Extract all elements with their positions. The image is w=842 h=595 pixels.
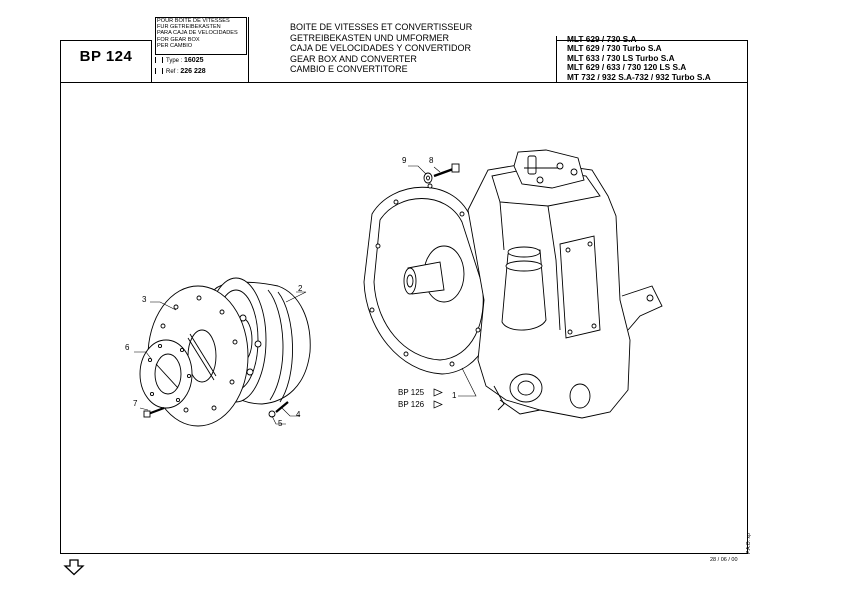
bracket-icon <box>155 68 163 74</box>
print-date: 28 / 06 / 00 <box>710 557 738 563</box>
exploded-diagram: 1 2 3 4 5 6 7 8 9 BP 125 BP 126 <box>125 149 663 428</box>
header-divider-2 <box>248 17 249 82</box>
callout-8: 8 <box>429 156 434 165</box>
gearbox-flange <box>363 183 495 375</box>
callout-5: 5 <box>278 419 283 428</box>
model-line: MT 732 / 932 S.A-732 / 932 Turbo S.A <box>567 71 711 82</box>
header-right-rule <box>747 40 748 82</box>
type-label: Type : <box>166 58 183 64</box>
leader-8 <box>433 166 441 173</box>
purpose-box: POUR BOITE DE VITESSES FUR GETREIBEKASTE… <box>155 17 247 55</box>
leader-4 <box>281 407 300 417</box>
leader-1 <box>458 367 477 397</box>
ref-row: Ref : 226 228 <box>155 68 206 75</box>
drive-ring <box>139 339 193 409</box>
callout-6: 6 <box>125 343 130 352</box>
title-it: CAMBIO E CONVERTITORE <box>290 64 408 75</box>
screw-7 <box>143 406 165 418</box>
title-fr: BOITE DE VITESSES ET CONVERTISSEUR <box>290 22 473 32</box>
purpose-line: PARA CAJA DE VELOCIDADES <box>157 30 238 37</box>
header-left-rule <box>60 40 61 82</box>
callout-1: 1 <box>452 391 457 400</box>
type-value: 16025 <box>184 57 204 64</box>
header-divider-3 <box>556 36 557 82</box>
drawing-frame <box>60 82 748 554</box>
models-block: MLT 629 / 730 S.A MLT 629 / 730 Turbo S.… <box>567 34 711 82</box>
leader-9 <box>408 165 427 175</box>
leader-2 <box>285 291 307 303</box>
purpose-block: POUR BOITE DE VITESSES FUR GETREIBEKASTE… <box>155 17 247 80</box>
model-line: MLT 629 / 730 S.A <box>567 34 637 44</box>
triangle-right-icon <box>433 400 443 409</box>
leader-7 <box>139 407 149 411</box>
leader-6 <box>134 351 153 361</box>
title-en: GEAR BOX AND CONVERTER <box>290 53 417 64</box>
model-line: MLT 629 / 730 Turbo S.A <box>567 43 662 54</box>
page-code: BP 124 <box>79 48 133 65</box>
gearbox-body <box>467 149 663 419</box>
callout-2: 2 <box>298 284 303 293</box>
title-es: CAJA DE VELOCIDADES Y CONVERTIDOR <box>290 43 472 54</box>
model-line: MLT 629 / 633 / 730 120 LS S.A <box>567 62 687 73</box>
header-divider-1 <box>151 40 152 82</box>
callout-3: 3 <box>142 295 147 304</box>
models-top-rule <box>556 40 748 41</box>
title-block: BOITE DE VITESSES ET CONVERTISSEUR GETRE… <box>290 22 472 75</box>
leader-3 <box>150 301 177 311</box>
purpose-line: FUR GETREIBEKASTEN <box>157 24 221 31</box>
model-line: MLT 633 / 730 LS Turbo S.A <box>567 52 675 63</box>
ref-value: 226 228 <box>180 68 206 75</box>
callout-4: 4 <box>296 410 301 419</box>
ref-label: Ref : <box>166 69 179 75</box>
title-de: GETREIBEKASTEN UND UMFORMER <box>290 32 450 43</box>
leader-5 <box>271 415 286 425</box>
bolt-4 <box>268 401 289 418</box>
callout-9: 9 <box>402 156 407 165</box>
callout-7: 7 <box>133 399 138 408</box>
triangle-right-icon <box>433 388 443 397</box>
side-credit-text: P.A.O. xp <box>746 533 752 554</box>
bracket-icon <box>155 57 163 63</box>
purpose-line: FOR GEAR BOX <box>157 36 200 43</box>
side-credit: P.A.O. xp <box>746 518 756 558</box>
page-ref-bp125[interactable]: BP 125 <box>398 388 425 397</box>
washer-9 <box>423 172 433 184</box>
purpose-line: POUR BOITE DE VITESSES <box>157 18 230 24</box>
header-top-rule <box>60 40 152 41</box>
purpose-line: PER CAMBIO <box>157 42 193 49</box>
page-ref-bp126[interactable]: BP 126 <box>398 400 425 409</box>
type-row: Type : 16025 <box>155 57 203 64</box>
bolt-8 <box>433 163 460 178</box>
arrow-down-icon[interactable] <box>63 559 85 576</box>
